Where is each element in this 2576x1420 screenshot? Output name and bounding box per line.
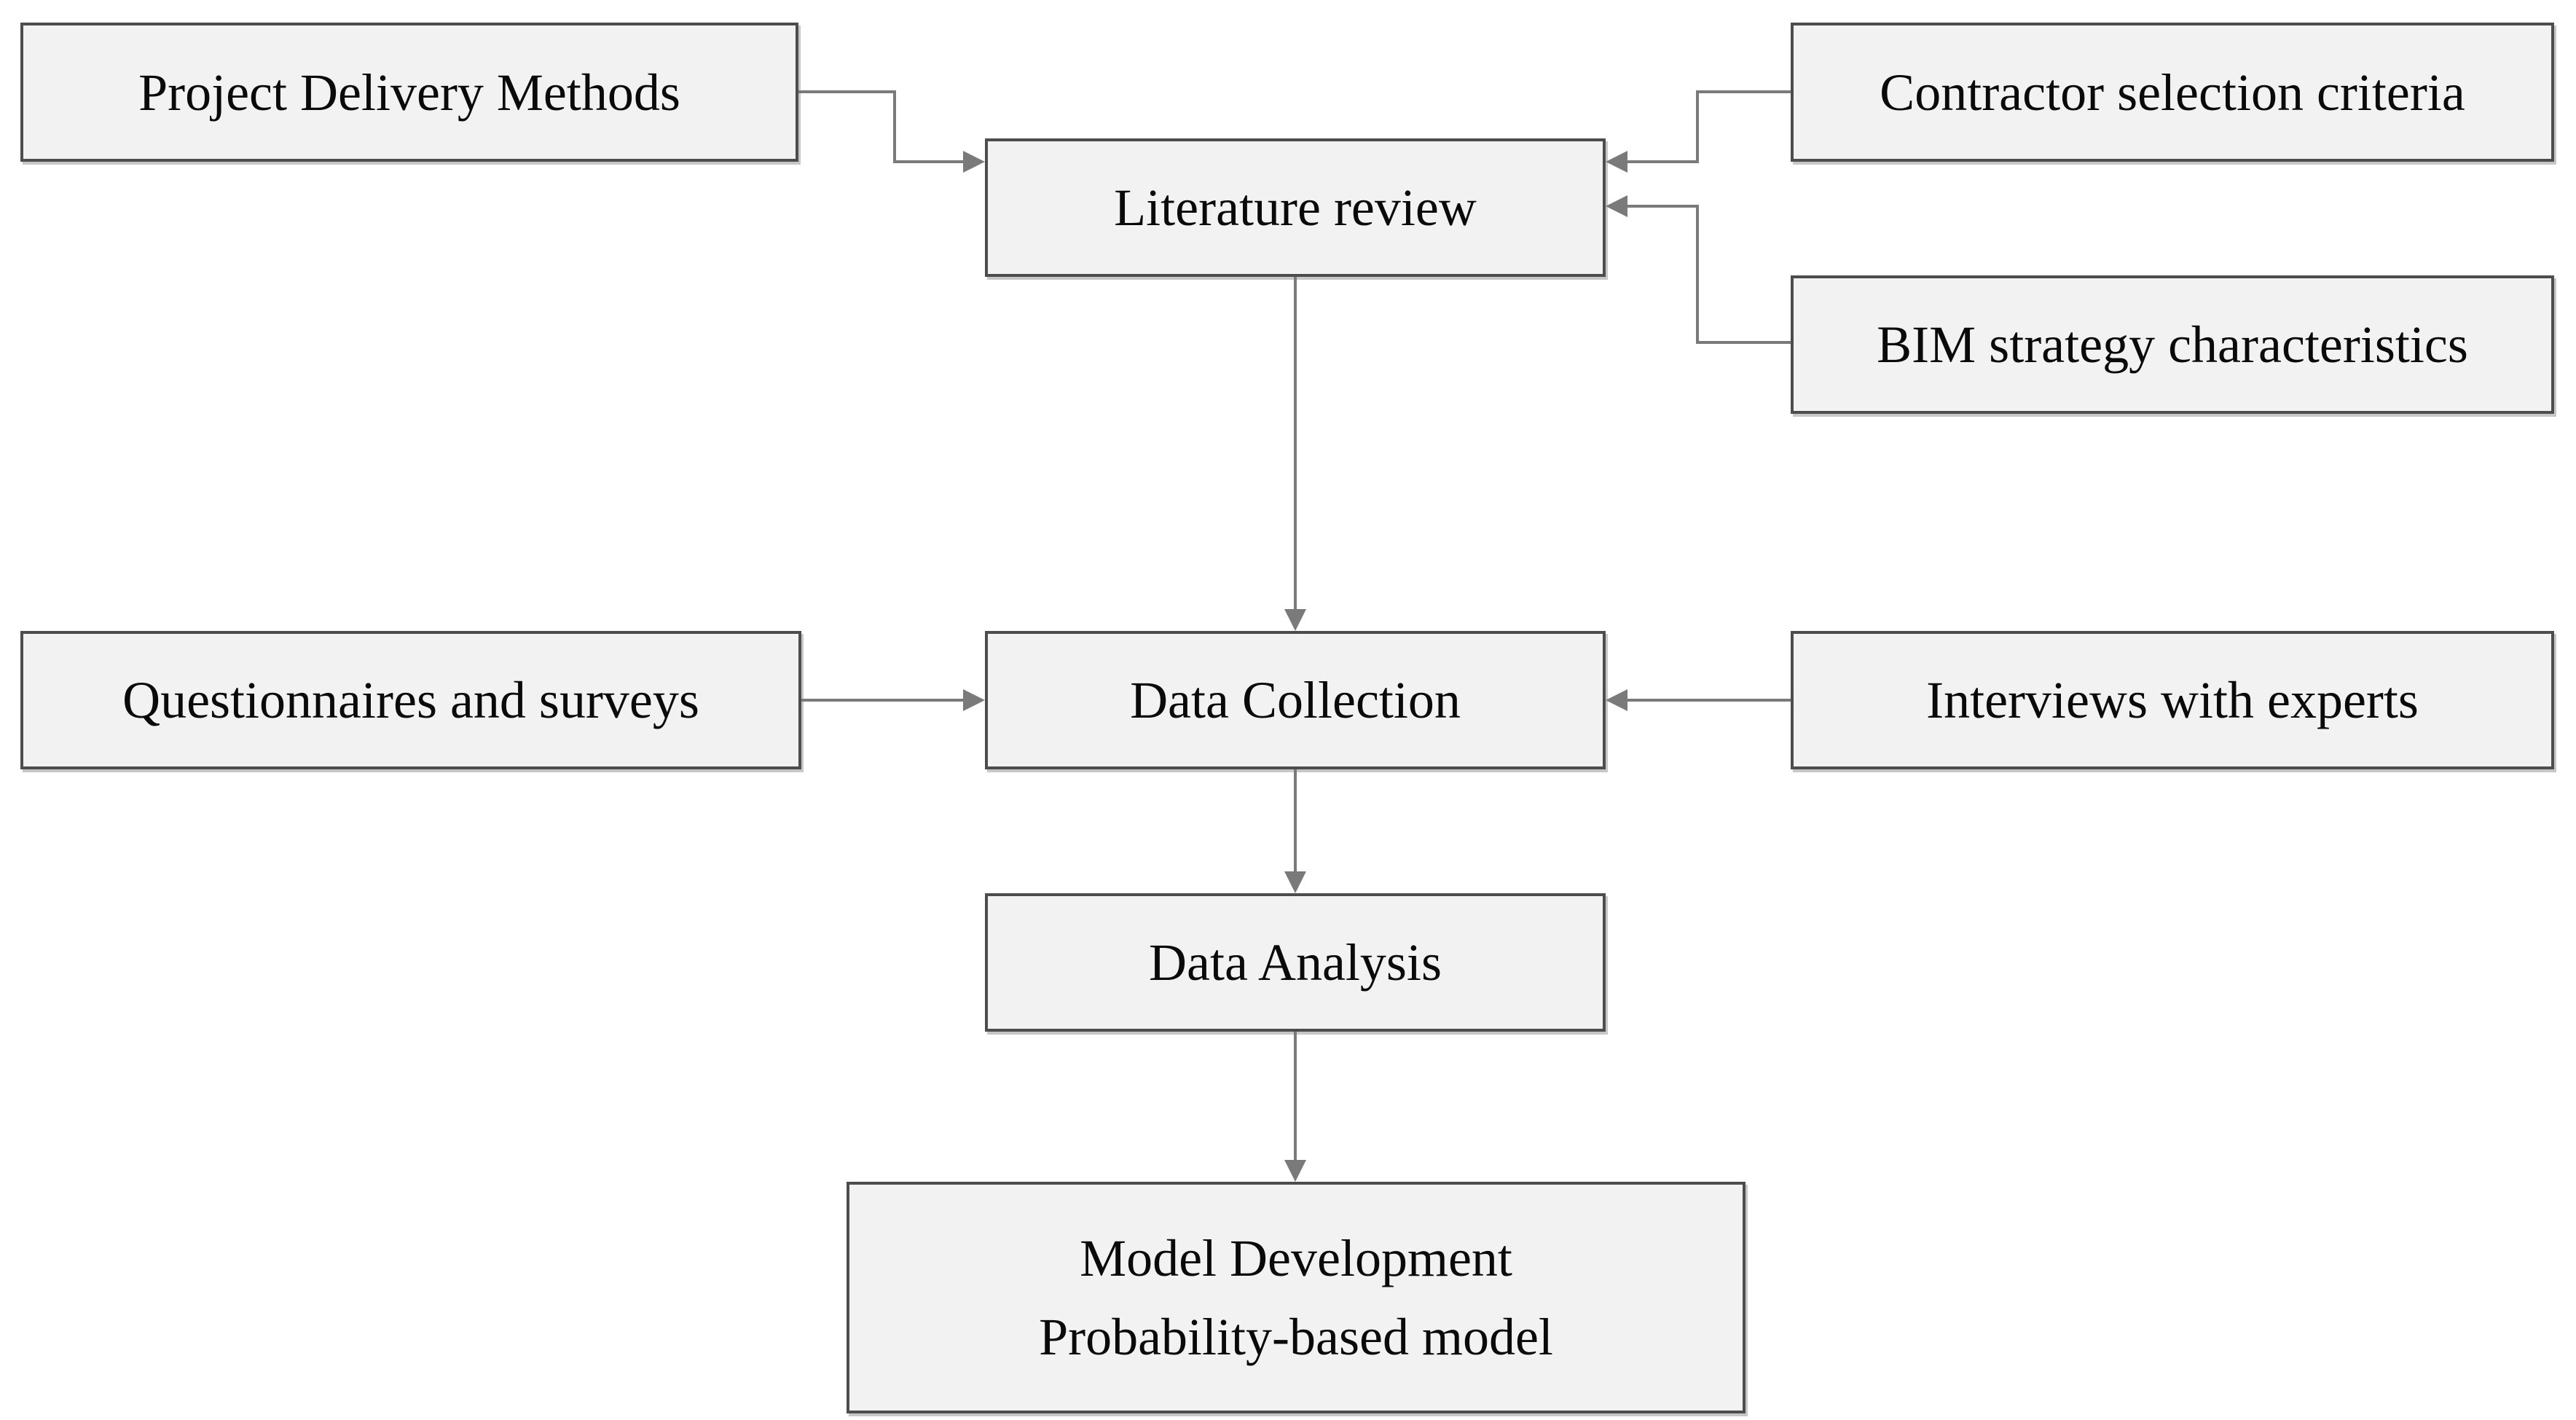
node-literature-review: Literature review xyxy=(985,138,1606,277)
edge-contractor-to-literature-arrowhead-icon xyxy=(1606,151,1627,173)
node-data-analysis-label: Data Analysis xyxy=(1149,933,1442,992)
node-model-development-label-line2: Probability-based model xyxy=(1039,1308,1553,1366)
node-project-delivery-methods-label: Project Delivery Methods xyxy=(138,63,680,122)
node-contractor-selection-criteria: Contractor selection criteria xyxy=(1791,23,2554,162)
edge-pdm-to-literature-segment-v xyxy=(893,90,896,163)
edge-bim-to-literature-segment-h2 xyxy=(1627,205,1699,208)
edge-datacollection-to-dataanalysis-segment xyxy=(1294,769,1297,873)
edge-bim-to-literature-segment-v xyxy=(1696,205,1699,344)
node-interviews-with-experts-label: Interviews with experts xyxy=(1926,671,2419,729)
edge-contractor-to-literature-segment-v xyxy=(1696,90,1699,163)
node-interviews-with-experts: Interviews with experts xyxy=(1791,631,2554,769)
node-literature-review-label: Literature review xyxy=(1114,179,1477,237)
edge-bim-to-literature-segment-h1 xyxy=(1696,341,1791,344)
edge-contractor-to-literature-segment-h1 xyxy=(1696,90,1791,93)
node-bim-strategy-characteristics: BIM strategy characteristics xyxy=(1791,275,2554,414)
node-model-development: Model Development Probability-based mode… xyxy=(847,1182,1746,1413)
edge-questionnaires-to-datacollection-segment xyxy=(801,699,963,702)
node-questionnaires-and-surveys: Questionnaires and surveys xyxy=(20,631,801,769)
node-project-delivery-methods: Project Delivery Methods xyxy=(20,23,798,162)
edge-questionnaires-to-datacollection-arrowhead-icon xyxy=(963,689,985,711)
edge-dataanalysis-to-modeldevelopment-segment xyxy=(1294,1032,1297,1161)
edge-contractor-to-literature-segment-h2 xyxy=(1627,160,1699,163)
edge-interviews-to-datacollection-segment xyxy=(1627,699,1791,702)
edge-pdm-to-literature-arrowhead-icon xyxy=(963,151,985,173)
edge-datacollection-to-dataanalysis-arrowhead-icon xyxy=(1284,871,1306,893)
node-model-development-label-line1: Model Development xyxy=(1080,1229,1512,1287)
edge-dataanalysis-to-modeldevelopment-arrowhead-icon xyxy=(1284,1160,1306,1182)
node-data-collection-label: Data Collection xyxy=(1130,671,1461,729)
edge-pdm-to-literature-segment-h1 xyxy=(798,90,896,93)
edge-pdm-to-literature-segment-h2 xyxy=(893,160,963,163)
node-bim-strategy-characteristics-label: BIM strategy characteristics xyxy=(1877,315,2468,374)
node-questionnaires-and-surveys-label: Questionnaires and surveys xyxy=(122,671,699,729)
edge-bim-to-literature-arrowhead-icon xyxy=(1606,195,1627,217)
node-data-collection: Data Collection xyxy=(985,631,1606,769)
node-data-analysis: Data Analysis xyxy=(985,893,1606,1032)
edge-interviews-to-datacollection-arrowhead-icon xyxy=(1606,689,1627,711)
edge-literature-to-datacollection-segment xyxy=(1294,277,1297,611)
node-contractor-selection-criteria-label: Contractor selection criteria xyxy=(1880,63,2465,122)
edge-literature-to-datacollection-arrowhead-icon xyxy=(1284,609,1306,631)
